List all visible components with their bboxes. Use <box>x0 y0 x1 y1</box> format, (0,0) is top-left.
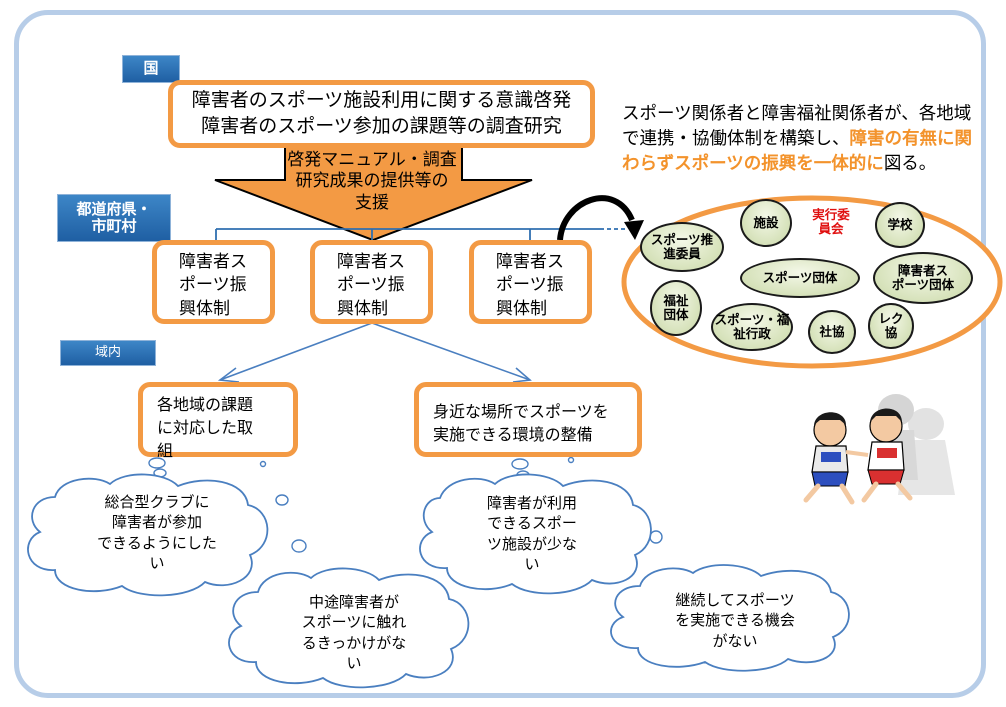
member-welfare-organization: 福祉団体 <box>650 280 702 336</box>
unit-line3: 興体制 <box>496 298 547 319</box>
cloud-line: い <box>149 554 165 573</box>
member-label: スポーツ団体 <box>762 269 838 285</box>
regional-issues-line3: 組 <box>157 441 174 461</box>
cloud-opportunity-text: 中途障害者が スポーツに触れ るきっかけがな い <box>268 592 440 674</box>
cloud-line: できるスポー <box>487 514 577 533</box>
cloud-line: 継続してスポーツ <box>675 591 795 609</box>
cloud-line: ツ施設が少な <box>486 534 577 553</box>
support-arrow-line2: 研究成果の提供等の <box>295 171 449 192</box>
environment-box: 身近な場所でスポーツを 実施できる環境の整備 <box>414 382 642 457</box>
member-label: 団体 <box>663 307 689 322</box>
member-label: スポーツ・福 <box>714 311 790 327</box>
network-curved-arrow <box>557 195 635 241</box>
unit-line1: 障害者ス <box>179 252 247 272</box>
member-sports-promotion-committee: スポーツ推進委員 <box>640 222 724 272</box>
cloud-line: できるようにした <box>97 533 217 552</box>
environment-line2: 実施できる環境の整備 <box>433 425 593 445</box>
prefecture-label-line2: 市町村 <box>91 217 137 235</box>
region-label-text: 域内 <box>94 344 121 360</box>
member-label: 協 <box>884 325 898 340</box>
member-label: 祉行政 <box>733 326 771 341</box>
collaboration-note: スポーツ関係者と障害福祉関係者が、各地域で連携・協働体制を構築し、障害の有無に関… <box>622 102 972 177</box>
member-label: 社協 <box>819 323 845 339</box>
cloud-line: 障害者が参加 <box>111 513 202 532</box>
support-arrow-line1: 啓発マニュアル・調査 <box>287 150 457 170</box>
member-label: 員会 <box>818 221 844 237</box>
cloud-line: がない <box>712 631 758 650</box>
regional-issues-box: 各地域の課題 に対応した取 組 <box>138 382 298 460</box>
national-label: 国 <box>122 55 180 83</box>
thought-dots-left <box>148 457 307 553</box>
unit-line1: 障害者ス <box>496 252 564 272</box>
cloud-line: 総合型クラブに <box>104 493 210 511</box>
member-label: 施設 <box>753 214 779 230</box>
cloud-line: 障害者が利用 <box>486 494 577 512</box>
split-right-arrow <box>371 322 531 381</box>
member-school: 学校 <box>875 202 925 248</box>
region-label: 域内 <box>60 340 156 366</box>
cloud-club <box>27 473 269 597</box>
sports-unit-box: 障害者ス ポーツ振 興体制 <box>310 240 433 324</box>
member-facility: 施設 <box>740 199 792 247</box>
member-label: 実行委 <box>812 207 850 222</box>
unit-line2: ポーツ振 <box>496 275 564 296</box>
network-arrowhead <box>624 220 644 240</box>
member-social-welfare-council: 社協 <box>808 310 856 354</box>
cloud-continue <box>610 564 850 672</box>
collaboration-note-text: スポーツ関係者と障害福祉関係者が、各地域で連携・協働体制を構築し、 <box>622 104 972 150</box>
unit-line3: 興体制 <box>337 298 388 319</box>
prefecture-label-line1: 都道府県・ <box>76 199 152 218</box>
support-arrow-text: 啓発マニュアル・調査 研究成果の提供等の 支援 <box>277 150 467 214</box>
collaboration-note-highlight: 障害の有無に関わらずスポーツの振興を一体的に <box>622 129 972 175</box>
member-sports-organization: スポーツ団体 <box>740 258 860 298</box>
member-disabled-sports-organization: 障害者スポーツ団体 <box>873 252 973 304</box>
member-label: 進委員 <box>663 246 701 261</box>
cloud-continue-text: 継続してスポーツ を実施できる機会 がない <box>655 590 815 651</box>
unit-line2: ポーツ振 <box>179 275 247 296</box>
member-recreation-association: レク協 <box>868 303 914 349</box>
member-label: 障害者ス <box>897 262 948 278</box>
member-label: レク <box>878 310 904 326</box>
cloud-line: い <box>524 555 540 574</box>
cloud-line: を実施できる機会 <box>675 611 795 630</box>
unit-line3: 興体制 <box>179 298 230 319</box>
member-label: ポーツ団体 <box>891 277 955 292</box>
cloud-club-text: 総合型クラブに 障害者が参加 できるようにした い <box>78 492 236 574</box>
cloud-line: スポーツに触れ <box>301 613 407 632</box>
unit-line1: 障害者ス <box>337 252 405 272</box>
national-box: 障害者のスポーツ施設利用に関する意識啓発 障害者のスポーツ参加の課題等の調査研究 <box>168 80 595 148</box>
cloud-facility-text: 障害者が利用 できるスポー ツ施設が少な い <box>452 493 612 575</box>
member-label: スポーツ推 <box>650 231 714 247</box>
cloud-line: 中途障害者が <box>308 593 399 611</box>
cloud-opportunity <box>228 567 470 689</box>
cloud-facility <box>419 473 652 595</box>
national-box-line2: 障害者のスポーツ参加の課題等の調査研究 <box>201 114 562 137</box>
member-sports-welfare-administration: スポーツ・福祉行政 <box>711 303 793 351</box>
prefecture-label: 都道府県・ 市町村 <box>57 194 171 242</box>
split-left-arrow <box>219 322 373 381</box>
national-label-text: 国 <box>143 59 159 78</box>
regional-issues-line2: に対応した取 <box>157 418 254 438</box>
regional-issues-line1: 各地域の課題 <box>157 395 254 414</box>
cloud-line: い <box>346 654 362 673</box>
runners-illustration <box>803 394 955 505</box>
member-label: 福祉 <box>663 292 689 308</box>
member-label: 学校 <box>887 216 913 232</box>
sports-unit-box: 障害者ス ポーツ振 興体制 <box>152 240 275 324</box>
sports-unit-box: 障害者ス ポーツ振 興体制 <box>469 240 592 324</box>
national-box-line1: 障害者のスポーツ施設利用に関する意識啓発 <box>191 89 572 111</box>
cloud-line: るきっかけがな <box>301 633 407 652</box>
member-executive-committee: 実行委 員会 <box>806 207 856 237</box>
support-arrow-line3: 支援 <box>355 192 389 213</box>
unit-line2: ポーツ振 <box>337 275 405 296</box>
support-arrow <box>214 144 533 242</box>
environment-line1: 身近な場所でスポーツを <box>433 402 609 421</box>
collaboration-note-end: 図る。 <box>883 154 937 175</box>
